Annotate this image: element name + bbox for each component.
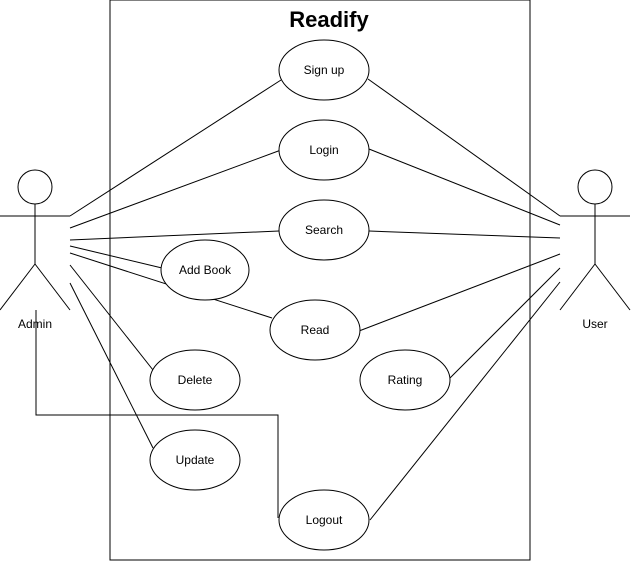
use-case-delete: Delete: [149, 349, 241, 411]
admin-head: [17, 169, 53, 205]
actor-user: User: [559, 169, 631, 331]
use-case-add-book: Add Book: [160, 239, 250, 301]
system-title: Readify: [289, 7, 369, 32]
use-case-signup-label: Sign up: [304, 63, 345, 77]
assoc-user-rating: [449, 267, 561, 379]
use-case-login: Login: [278, 119, 370, 181]
use-case-logout: Logout: [278, 489, 370, 551]
use-case-rating: Rating: [359, 349, 451, 411]
admin-label: Admin: [18, 317, 52, 331]
use-case-add-book-label: Add Book: [179, 263, 232, 277]
assoc-admin-search: [69, 230, 280, 241]
assoc-admin-delete: [69, 264, 154, 371]
assoc-user-login: [368, 148, 561, 226]
assoc-user-logout: [369, 281, 561, 521]
use-case-update-label: Update: [176, 453, 215, 467]
user-label: User: [582, 317, 607, 331]
use-case-logout-label: Logout: [306, 513, 343, 527]
use-case-delete-label: Delete: [178, 373, 213, 387]
admin-left-leg: [0, 263, 36, 311]
use-case-login-label: Login: [309, 143, 338, 157]
use-case-rating-label: Rating: [388, 373, 423, 387]
use-case-read: Read: [269, 299, 361, 361]
assoc-admin-addbook: [69, 245, 163, 269]
assoc-admin-update: [69, 282, 154, 449]
use-case-search: Search: [278, 199, 370, 261]
assoc-user-search: [368, 230, 561, 239]
assoc-user-signup: [367, 78, 561, 217]
system-boundary: [109, 0, 531, 561]
use-case-signup: Sign up: [278, 39, 370, 101]
assoc-user-read: [358, 253, 561, 332]
assoc-admin-login: [69, 149, 282, 229]
user-right-leg: [594, 263, 631, 311]
assoc-admin-signup: [69, 79, 282, 217]
user-head: [577, 169, 613, 205]
admin-right-leg: [34, 263, 71, 311]
use-case-read-label: Read: [301, 323, 330, 337]
use-case-search-label: Search: [305, 223, 343, 237]
user-left-leg: [559, 263, 596, 311]
actor-admin: Admin: [0, 169, 71, 331]
assoc-admin-logout: [35, 310, 279, 518]
use-case-update: Update: [149, 429, 241, 491]
